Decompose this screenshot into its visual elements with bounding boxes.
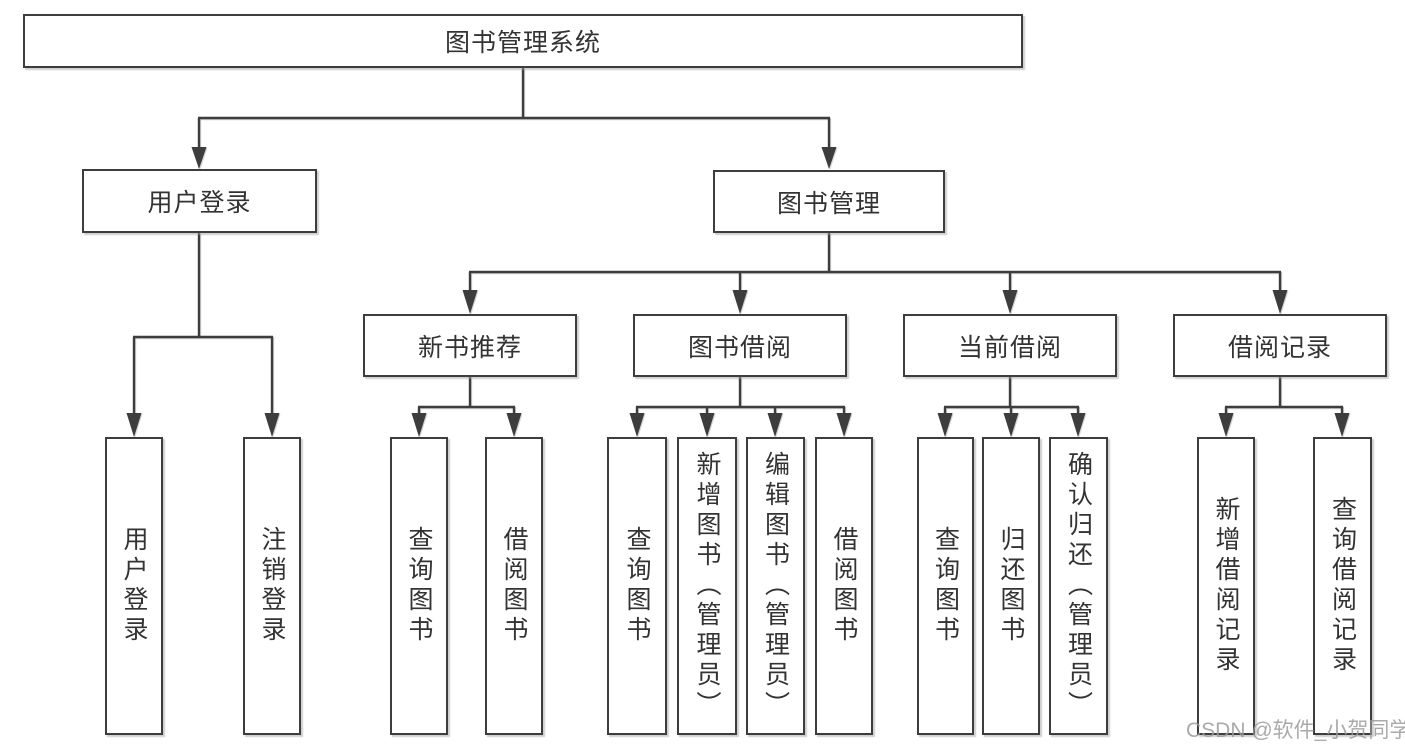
node-label: 注销登录 [258,526,286,646]
node-label: 查询借阅记录 [1328,496,1357,676]
leaf-query-borrow-record: 查询借阅记录 [1313,437,1372,735]
connector-borrow-record-to-leaves [1218,377,1350,437]
leaf-add-borrow-record: 新增借阅记录 [1197,437,1255,735]
node-label: 新增图书（管理员） [693,451,721,721]
leaf-user-login: 用户登录 [105,437,163,735]
node-label: 借阅图书 [500,526,528,646]
connector-new-book-to-leaves [411,377,522,437]
connector-book-borrow-to-leaves [629,377,852,437]
leaf-query-books-borrow: 查询图书 [607,437,667,735]
node-label: 图书管理 [776,189,881,218]
node-label: 借阅图书 [830,526,858,646]
node-label: 新书推荐 [417,333,522,362]
leaf-add-books-admin: 新增图书（管理员） [677,437,737,735]
node-label: 当前借阅 [957,333,1062,362]
leaf-borrow-books: 借阅图书 [815,437,873,735]
csdn-watermark: CSDN @软件_小贺同学 [1186,719,1405,742]
node-label: 确认归还（管理员） [1064,451,1093,721]
connector-user-login-to-leaves [126,233,280,437]
leaf-borrow-books-newbook: 借阅图书 [485,437,543,735]
leaf-query-books-current: 查询图书 [917,437,974,735]
leaf-logout: 注销登录 [243,437,301,735]
node-label: 归还图书 [997,526,1025,646]
connector-root-to-level2 [191,68,837,169]
node-user-login: 用户登录 [82,169,317,233]
node-new-book-recommendation: 新书推荐 [363,314,577,377]
node-library-management-system: 图书管理系统 [23,14,1023,68]
node-label: 借阅记录 [1227,333,1332,362]
node-book-borrowing: 图书借阅 [633,314,847,377]
node-book-management: 图书管理 [713,170,945,233]
node-label: 查询图书 [931,526,960,646]
leaf-confirm-return-admin: 确认归还（管理员） [1049,437,1108,735]
node-label: 新增借阅记录 [1212,496,1240,676]
node-label: 查询图书 [405,526,433,646]
node-label: 用户登录 [120,526,148,646]
node-label: 图书借阅 [687,333,792,362]
leaf-query-books-newbook: 查询图书 [390,437,448,735]
connector-book-management-to-level3 [462,233,1288,314]
node-label: 用户登录 [147,189,252,217]
node-borrowing-records: 借阅记录 [1173,314,1387,377]
node-current-borrowing: 当前借阅 [903,314,1117,377]
leaf-return-books: 归还图书 [982,437,1040,735]
leaf-edit-books-admin: 编辑图书（管理员） [746,437,805,735]
connector-current-borrow-to-leaves [937,377,1086,437]
node-label: 图书管理系统 [444,29,601,57]
node-label: 查询图书 [623,526,651,646]
node-label: 编辑图书（管理员） [761,451,790,721]
